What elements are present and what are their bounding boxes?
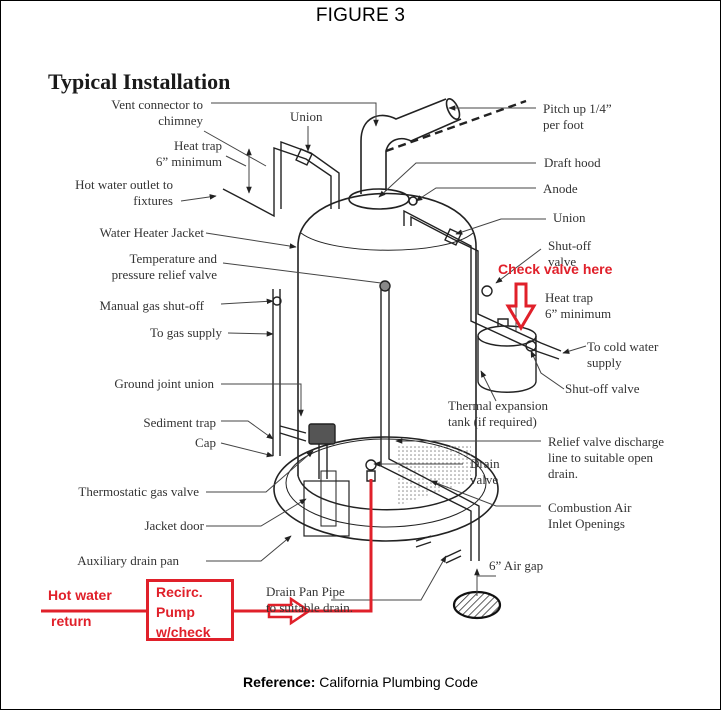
label-ground-joint-union: Ground joint union xyxy=(114,376,214,391)
tank-sides xyxy=(297,246,477,476)
section-title: Typical Installation xyxy=(48,69,231,94)
heater-body xyxy=(273,192,499,542)
combustion-air-openings xyxy=(396,446,471,506)
label-anode: Anode xyxy=(543,181,578,196)
label-to-gas-supply: To gas supply xyxy=(149,325,222,340)
recirc-pump-label-2: Pump xyxy=(156,604,195,620)
label-sediment-trap: Sediment trap xyxy=(143,415,216,430)
anode-shape xyxy=(408,196,418,206)
pitch-dashed-line xyxy=(385,99,527,153)
label-union-right: Union xyxy=(553,210,586,225)
hot-water-piping xyxy=(222,140,340,218)
reference-text: California Plumbing Code xyxy=(319,674,479,690)
jacket-door-shape xyxy=(303,480,350,537)
check-valve-arrow xyxy=(505,282,537,331)
reference-footer: Reference: California Plumbing Code xyxy=(1,674,720,690)
label-pitch-up: Pitch up 1/4”per foot xyxy=(543,101,612,132)
flow-direction-arrow xyxy=(267,596,312,626)
thermostatic-gas-valve-shape xyxy=(308,423,336,445)
gas-line xyxy=(272,280,480,564)
hot-water-return-label-1: Hot water xyxy=(48,587,112,603)
hot-water-return-label-2: return xyxy=(51,613,92,629)
label-thermostatic-gas-valve: Thermostatic gas valve xyxy=(78,484,199,499)
label-air-gap: 6” Air gap xyxy=(489,558,544,573)
recirc-return-line xyxy=(41,479,373,613)
label-shutoff-valve-bottom: Shut-off valve xyxy=(565,381,640,396)
recirc-pump-box: Recirc. Pump w/check xyxy=(146,579,234,641)
red-annotations xyxy=(41,282,537,626)
recirc-pump-label-3: w/check xyxy=(156,624,211,640)
check-valve-here-label: Check valve here xyxy=(498,261,613,277)
drain-valve-shape xyxy=(365,459,377,471)
reference-label: Reference: xyxy=(242,674,316,690)
tank-bottom xyxy=(297,475,477,511)
draft-hood-shape xyxy=(348,188,410,210)
label-manual-gas-shutoff: Manual gas shut-off xyxy=(99,298,204,313)
shutoff-valve-top-shape xyxy=(481,285,493,297)
figure-title: FIGURE 3 xyxy=(315,5,406,26)
label-jacket-door: Jacket door xyxy=(144,518,204,533)
leader-lines xyxy=(180,102,587,601)
label-cap: Cap xyxy=(195,435,216,450)
label-water-heater-jacket: Water Heater Jacket xyxy=(99,225,204,240)
tank-top-dome xyxy=(297,192,477,247)
auxiliary-drain-pan-shape xyxy=(273,436,499,542)
label-union-top: Union xyxy=(290,109,323,124)
label-draft-hood: Draft hood xyxy=(544,155,601,170)
recirc-pump-label-1: Recirc. xyxy=(156,584,203,600)
label-auxiliary-drain-pan: Auxiliary drain pan xyxy=(77,553,179,568)
drain-pan-inner-rim xyxy=(285,438,487,528)
